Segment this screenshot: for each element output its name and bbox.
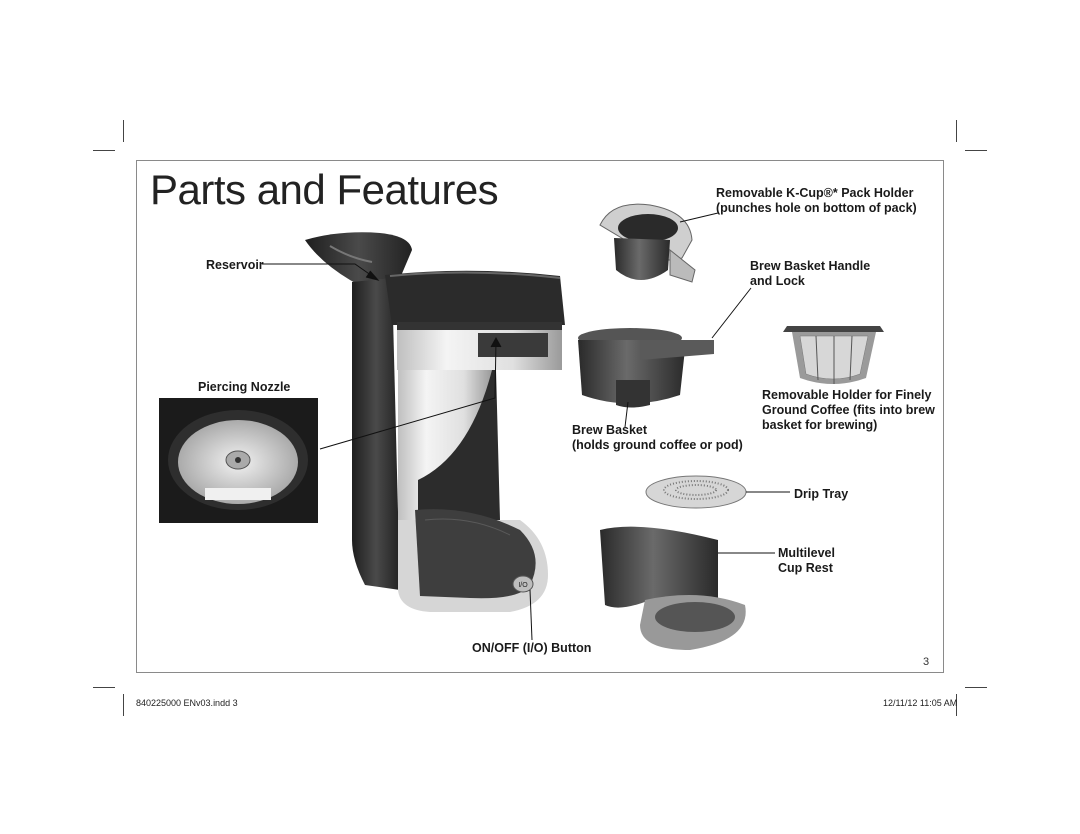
crop-mark [123,694,124,716]
crop-mark [93,687,115,688]
page-number: 3 [923,656,930,668]
callout-text: (holds ground coffee or pod) [572,438,743,452]
callout-text: Piercing Nozzle [198,380,291,394]
callout-piercing-nozzle: Piercing Nozzle [198,380,290,395]
callout-text: basket for brewing) [762,418,878,432]
button-glyph: I/O [518,582,528,589]
crop-mark [956,694,957,716]
callout-text: Cup Rest [778,561,833,575]
callout-removable-holder: Removable Holder for Finely Ground Coffe… [762,388,935,433]
drip-tray-image [645,475,747,509]
callout-text: ON/OFF (I/O) Button [472,641,592,655]
callout-text: Removable K-Cup®* Pack Holder [716,186,914,200]
page-title: Parts and Features [150,166,499,213]
slug-timestamp: 12/11/12 11:05 AM [883,698,958,708]
leader-lines [262,212,790,641]
callout-kcup-holder: Removable K-Cup®* Pack Holder (punches h… [716,186,917,216]
callout-cup-rest: Multilevel Cup Rest [778,546,835,576]
page-frame [136,160,944,673]
callout-text: (punches hole on bottom of pack) [716,201,917,215]
callout-on-off-button: ON/OFF (I/O) Button [472,641,591,656]
crop-mark [965,150,987,151]
callout-brew-basket-handle: Brew Basket Handle and Lock [750,259,870,289]
cup-rest-image [600,526,746,650]
callout-text: Reservoir [206,258,264,272]
crop-mark [956,120,957,142]
piercing-nozzle-inset [159,398,318,523]
slug-file-name: 840225000 ENv03.indd 3 [136,698,238,708]
callout-text: Brew Basket [572,423,648,437]
crop-mark [93,150,115,151]
callout-text: Removable Holder for Finely [762,388,932,402]
callout-text: Drip Tray [794,487,849,501]
callout-reservoir: Reservoir [206,258,264,273]
crop-mark [965,687,987,688]
coffee-maker-image: I/O [305,232,565,612]
callout-brew-basket: Brew Basket (holds ground coffee or pod) [572,423,743,453]
callout-text: Multilevel [778,546,835,560]
callout-text: Brew Basket Handle [750,259,871,273]
callout-drip-tray: Drip Tray [794,487,848,502]
kcup-holder-image [599,203,696,283]
crop-mark [123,120,124,142]
mesh-filter-image [783,326,884,384]
brew-basket-image [578,328,714,408]
callout-text: and Lock [750,274,805,288]
callout-text: Ground Coffee (fits into brew [762,403,935,417]
